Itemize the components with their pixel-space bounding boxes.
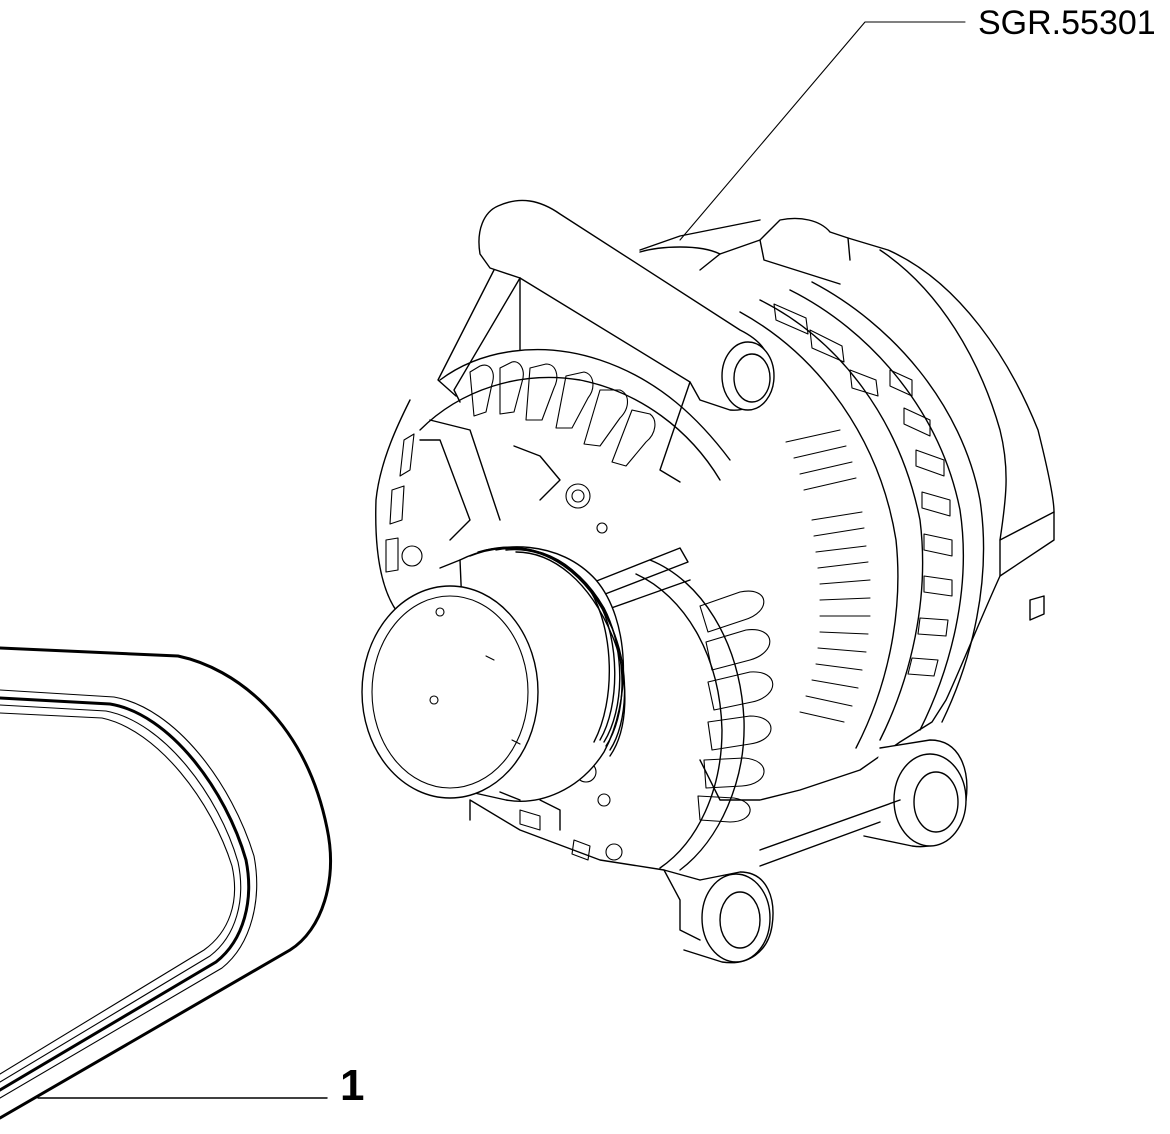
rotor-vents — [593, 547, 774, 871]
callout-1-group: 1 — [37, 1061, 364, 1110]
callout-1-number: 1 — [340, 1061, 364, 1110]
front-housing — [375, 348, 731, 622]
poly-v-belt-drawing — [0, 646, 332, 1120]
top-mounting-boss — [437, 199, 775, 483]
reference-leader-line — [679, 21, 966, 241]
stator-fins — [785, 429, 871, 723]
stator-slots — [773, 303, 953, 677]
reference-code-label: SGR.55301 — [978, 4, 1156, 42]
lower-mounting-bosses — [469, 739, 968, 964]
reference-code-group: SGR.55301 — [679, 4, 1156, 241]
pulley — [361, 546, 626, 802]
alternator-drawing — [361, 199, 1055, 964]
